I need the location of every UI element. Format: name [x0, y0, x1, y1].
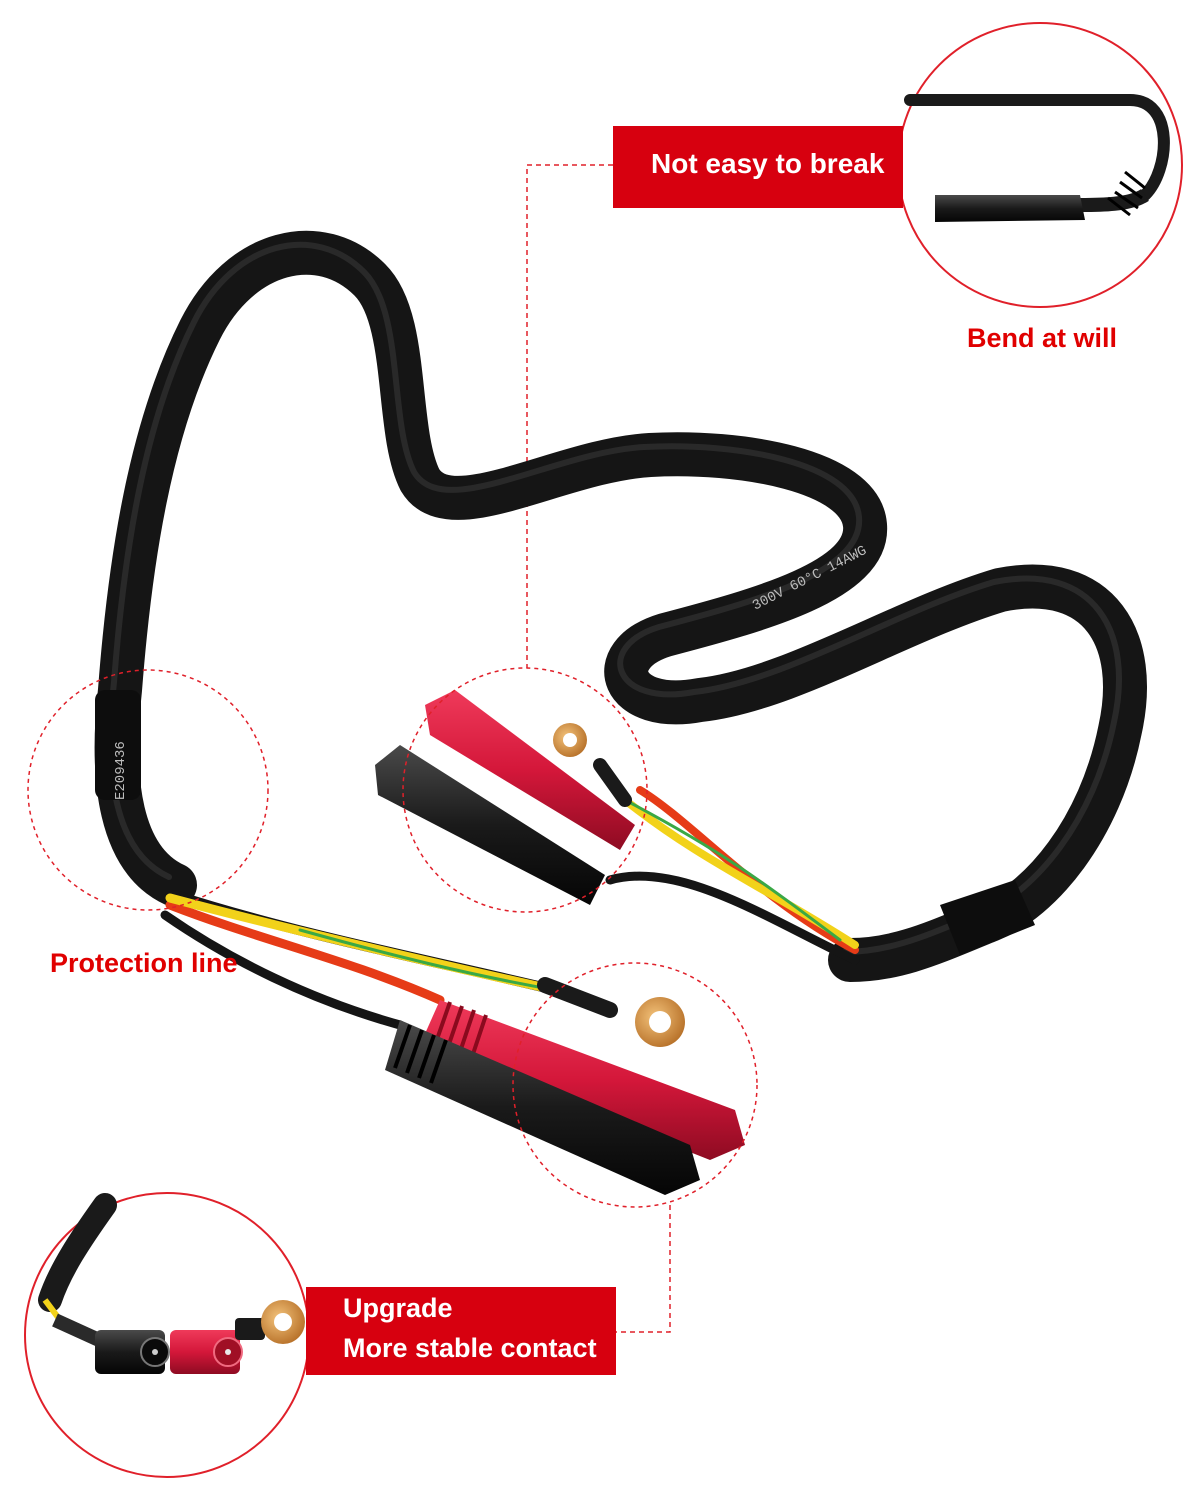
callout-upgrade-line1: Upgrade [343, 1293, 453, 1323]
zoom-circle-upgrade [24, 1192, 310, 1478]
zoom-circle-bend [897, 22, 1183, 308]
cable-ul-code: E209436 [113, 741, 129, 800]
plug-red-upper [425, 690, 635, 850]
callout-upgrade-line2: More stable contact [343, 1333, 597, 1363]
callout-upgrade: Upgrade More stable contact [306, 1287, 616, 1375]
main-cable [94, 230, 1147, 982]
heat-shrink-sleeves [95, 690, 1035, 955]
highlight-circle-lower-plugs [512, 962, 758, 1208]
wire-bundle-upper [605, 786, 860, 965]
highlight-circle-protection [27, 669, 269, 911]
callout-not-easy-to-break-text: Not easy to break [651, 148, 885, 179]
callout-protection-line: Protection line [50, 948, 238, 978]
callout-not-easy-to-break: Not easy to break [613, 126, 903, 208]
dashed-highlight-circles [27, 667, 758, 1208]
ring-terminal-upper [553, 723, 632, 807]
ring-terminal-lower [537, 977, 685, 1047]
callout-bend-at-will: Bend at will [967, 323, 1118, 353]
plug-black-upper [375, 745, 605, 905]
highlight-circle-upper-plugs [402, 667, 648, 913]
dashed-leader-lines [526, 164, 671, 1333]
plug-black-lower [385, 1020, 700, 1195]
wire-bundle-lower [160, 890, 560, 1030]
